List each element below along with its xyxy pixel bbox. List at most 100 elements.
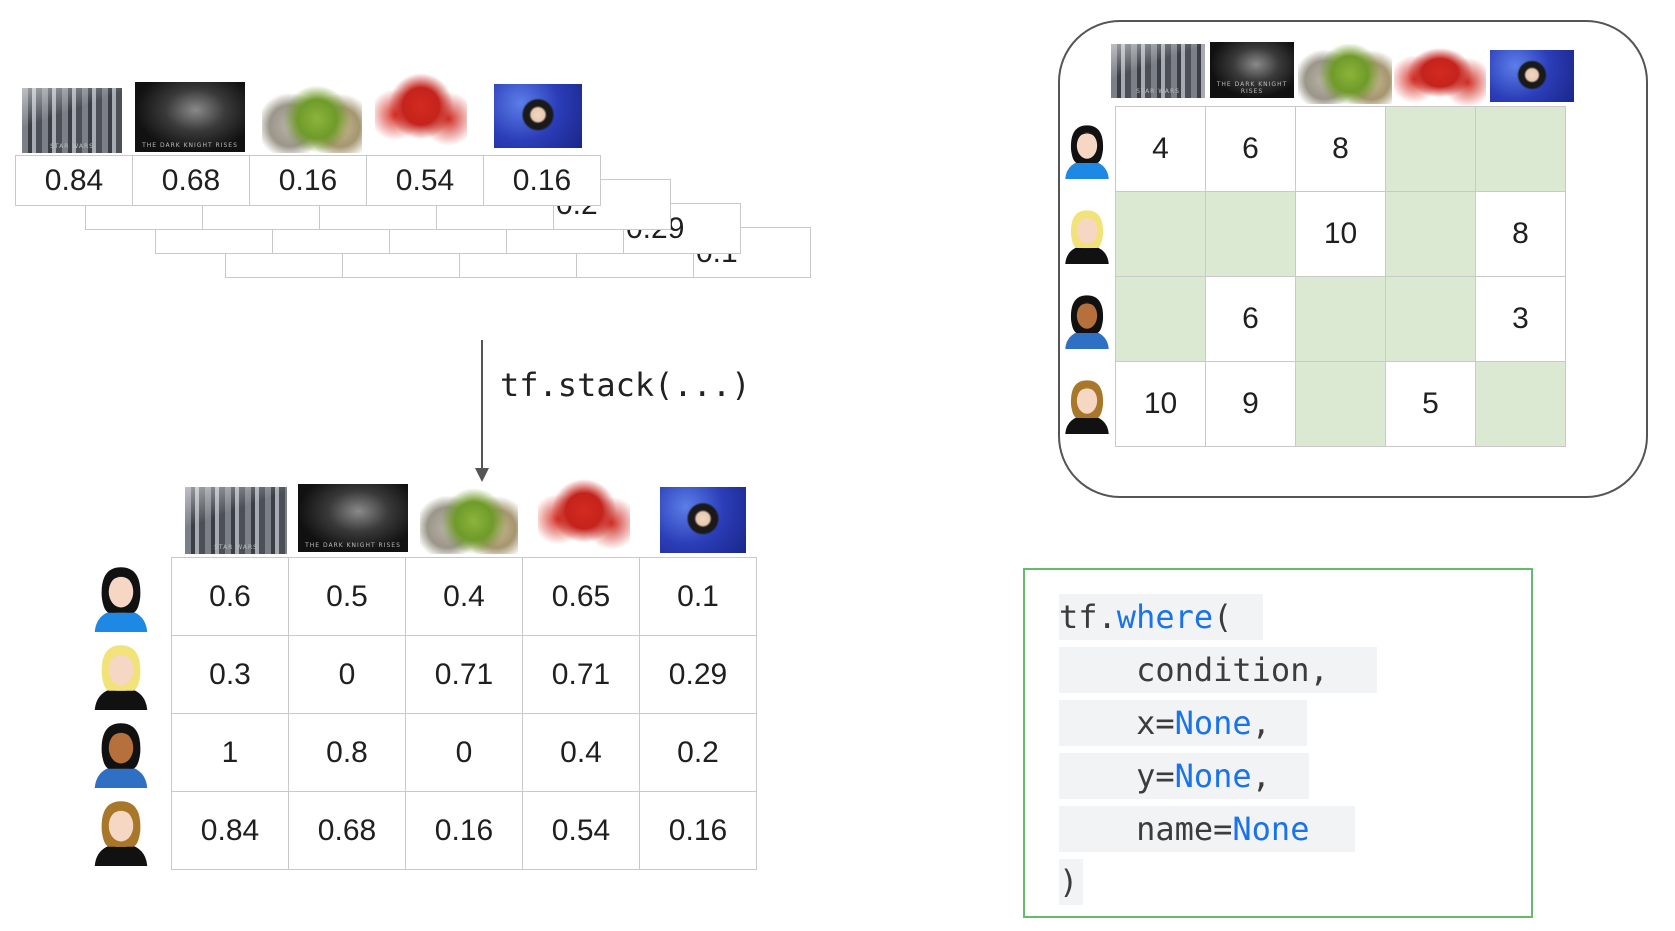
rating-cell: 6	[1205, 276, 1296, 362]
amelie-poster-icon	[660, 487, 746, 553]
stack-value: 0.16	[278, 163, 338, 197]
code-line: tf.where(	[1059, 594, 1263, 640]
matrix-value: 0.29	[668, 657, 728, 691]
matrix-cell: 0.71	[522, 635, 640, 714]
matrix-cell: 0.1	[639, 557, 757, 636]
amelie-poster-icon	[494, 84, 582, 148]
ratings-matrix: STAR WARS THE DARK KNIGHT RISES 4 6 8 10 8 6 3 10…	[1058, 20, 1648, 498]
dark-knight-poster-icon: THE DARK KNIGHT RISES	[1210, 42, 1294, 98]
user-blonde-woman-icon	[94, 645, 148, 710]
code-box: tf.where( condition, x=None, y=None, nam…	[1023, 568, 1533, 918]
matrix-value: 0.6	[209, 579, 251, 613]
matrix-value: 0	[455, 735, 473, 769]
matrix-value: 0	[338, 657, 356, 691]
missing-rating-cell	[1295, 276, 1386, 362]
poster-caption: THE DARK KNIGHT RISES	[1216, 81, 1288, 95]
rating-value: 6	[1242, 302, 1259, 335]
rating-cell: 6	[1205, 106, 1296, 192]
stack-cell: 0.54	[366, 155, 484, 206]
stacked-matrix: STAR WARS THE DARK KNIGHT RISES 0.6 0.5 0.4 0…	[0, 474, 800, 910]
dark-knight-poster-icon: THE DARK KNIGHT RISES	[298, 484, 408, 552]
matrix-value: 0.1	[677, 579, 719, 613]
code-token: ,	[1251, 704, 1271, 742]
user-man-icon	[94, 723, 148, 788]
matrix-cell: 0.4	[522, 713, 640, 792]
rating-cell: 8	[1295, 106, 1386, 192]
rating-value: 3	[1512, 302, 1529, 335]
matrix-value: 0.16	[668, 813, 728, 847]
user-man-icon	[1065, 295, 1109, 349]
matrix-cell: 0.8	[288, 713, 406, 792]
rating-cell: 10	[1295, 191, 1386, 277]
matrix-value: 0.68	[317, 813, 377, 847]
matrix-value: 1	[221, 735, 239, 769]
code-keyword: None	[1174, 704, 1252, 742]
poster-caption: STAR WARS	[1136, 88, 1180, 95]
code-line: condition,	[1059, 647, 1377, 693]
matrix-cell: 0.16	[405, 791, 523, 870]
rating-value: 9	[1242, 387, 1259, 420]
matrix-cell: 0.71	[405, 635, 523, 714]
stack-value: 0.54	[395, 163, 455, 197]
matrix-cell: 0.29	[639, 635, 757, 714]
matrix-value: 0.71	[551, 657, 611, 691]
matrix-cell: 0.4	[405, 557, 523, 636]
code-token: tf.	[1059, 598, 1117, 636]
user-black-hair-woman-icon	[1065, 125, 1109, 179]
missing-rating-cell	[1295, 361, 1386, 447]
poster-caption: THE DARK KNIGHT RISES	[305, 542, 401, 549]
rating-cell: 10	[1115, 361, 1206, 447]
poster-caption: STAR WARS	[214, 544, 258, 551]
rating-cell: 5	[1385, 361, 1476, 447]
rating-value: 8	[1512, 217, 1529, 250]
matrix-value: 0.54	[551, 813, 611, 847]
amelie-poster-icon	[1490, 50, 1574, 102]
stack-cell: 0.84	[15, 155, 133, 206]
code-line: y=None,	[1059, 753, 1309, 799]
dark-knight-poster-icon: THE DARK KNIGHT RISES	[135, 82, 245, 152]
code-keyword: None	[1174, 757, 1252, 795]
rating-value: 6	[1242, 132, 1259, 165]
matrix-value: 0.4	[560, 735, 602, 769]
user-black-hair-woman-icon	[94, 567, 148, 632]
matrix-value: 0.4	[443, 579, 485, 613]
missing-rating-cell	[1475, 106, 1566, 192]
matrix-value: 0.65	[551, 579, 611, 613]
missing-rating-cell	[1115, 276, 1206, 362]
rating-value: 5	[1422, 387, 1439, 420]
missing-rating-cell	[1115, 191, 1206, 277]
missing-rating-cell	[1385, 106, 1476, 192]
code-line: )	[1059, 859, 1083, 905]
shrek-poster-icon	[1298, 44, 1392, 104]
matrix-cell: 0	[288, 635, 406, 714]
matrix-cell: 0.5	[288, 557, 406, 636]
matrix-cell: 0	[405, 713, 523, 792]
stack-value: 0.84	[44, 163, 104, 197]
rating-value: 10	[1323, 217, 1358, 250]
matrix-value: 0.71	[434, 657, 494, 691]
incredibles-poster-icon	[538, 474, 630, 556]
shrek-poster-icon	[262, 85, 362, 153]
matrix-cell: 1	[171, 713, 289, 792]
missing-rating-cell	[1385, 276, 1476, 362]
rating-value: 10	[1143, 387, 1178, 420]
rating-value: 8	[1332, 132, 1349, 165]
missing-rating-cell	[1475, 361, 1566, 447]
rating-cell: 4	[1115, 106, 1206, 192]
code-token: (	[1213, 598, 1233, 636]
star-wars-poster-icon: STAR WARS	[185, 487, 287, 554]
incredibles-poster-icon	[375, 68, 467, 153]
matrix-cell: 0.54	[522, 791, 640, 870]
stack-cell: 0.16	[249, 155, 367, 206]
code-token: x=	[1059, 704, 1175, 742]
code-line: name=None	[1059, 806, 1355, 852]
matrix-value: 0.2	[677, 735, 719, 769]
matrix-cell: 0.16	[639, 791, 757, 870]
matrix-value: 0.3	[209, 657, 251, 691]
rating-cell: 8	[1475, 191, 1566, 277]
matrix-cell: 0.84	[171, 791, 289, 870]
matrix-cell: 0.2	[639, 713, 757, 792]
matrix-value: 0.5	[326, 579, 368, 613]
stack-op-label: tf.stack(...)	[500, 366, 751, 404]
